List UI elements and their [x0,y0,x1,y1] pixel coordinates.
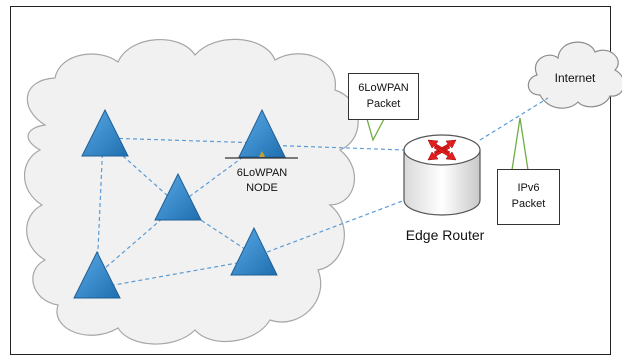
triangle-node-icon [81,108,129,157]
link-n5-router [253,199,406,258]
packet-ipv6-line2: Packet [511,197,546,210]
triangle-node-icon [73,250,121,299]
triangle-node-icon [154,172,202,221]
internet-cloud-icon [527,41,622,109]
packet-6lowpan-line1: 6LoWPAN [358,82,409,94]
packet-ipv6-pointer [511,117,529,171]
mesh-nodes [73,108,286,299]
edge-router-icon [403,134,481,216]
edge-router-label: Edge Router [405,227,485,243]
node-label-line1: 6LoWPAN [236,167,288,179]
internet-label: Internet [554,71,596,85]
packet-ipv6-line1: IPv6 [517,182,540,194]
node-label-line2: NODE [246,181,278,194]
link-router-internet [479,97,549,141]
mesh-links [96,97,549,289]
link-n3-n1 [104,139,179,206]
node-label: 6LoWPAN NODE [234,166,290,196]
link-n1-n4 [96,139,104,273]
packet-6lowpan-pointer [366,118,385,142]
node-marker [259,151,265,157]
packet-6lowpan-callout: 6LoWPAN Packet [348,73,419,120]
link-n1-n2 [104,137,263,144]
link-n4-n5 [96,259,255,289]
triangle-node-icon [230,226,278,276]
diagram-frame [10,6,611,355]
packet-6lowpan-line2: Packet [366,97,401,110]
link-n2-router [261,144,406,151]
packet-ipv6-callout: IPv6 Packet [497,169,560,225]
